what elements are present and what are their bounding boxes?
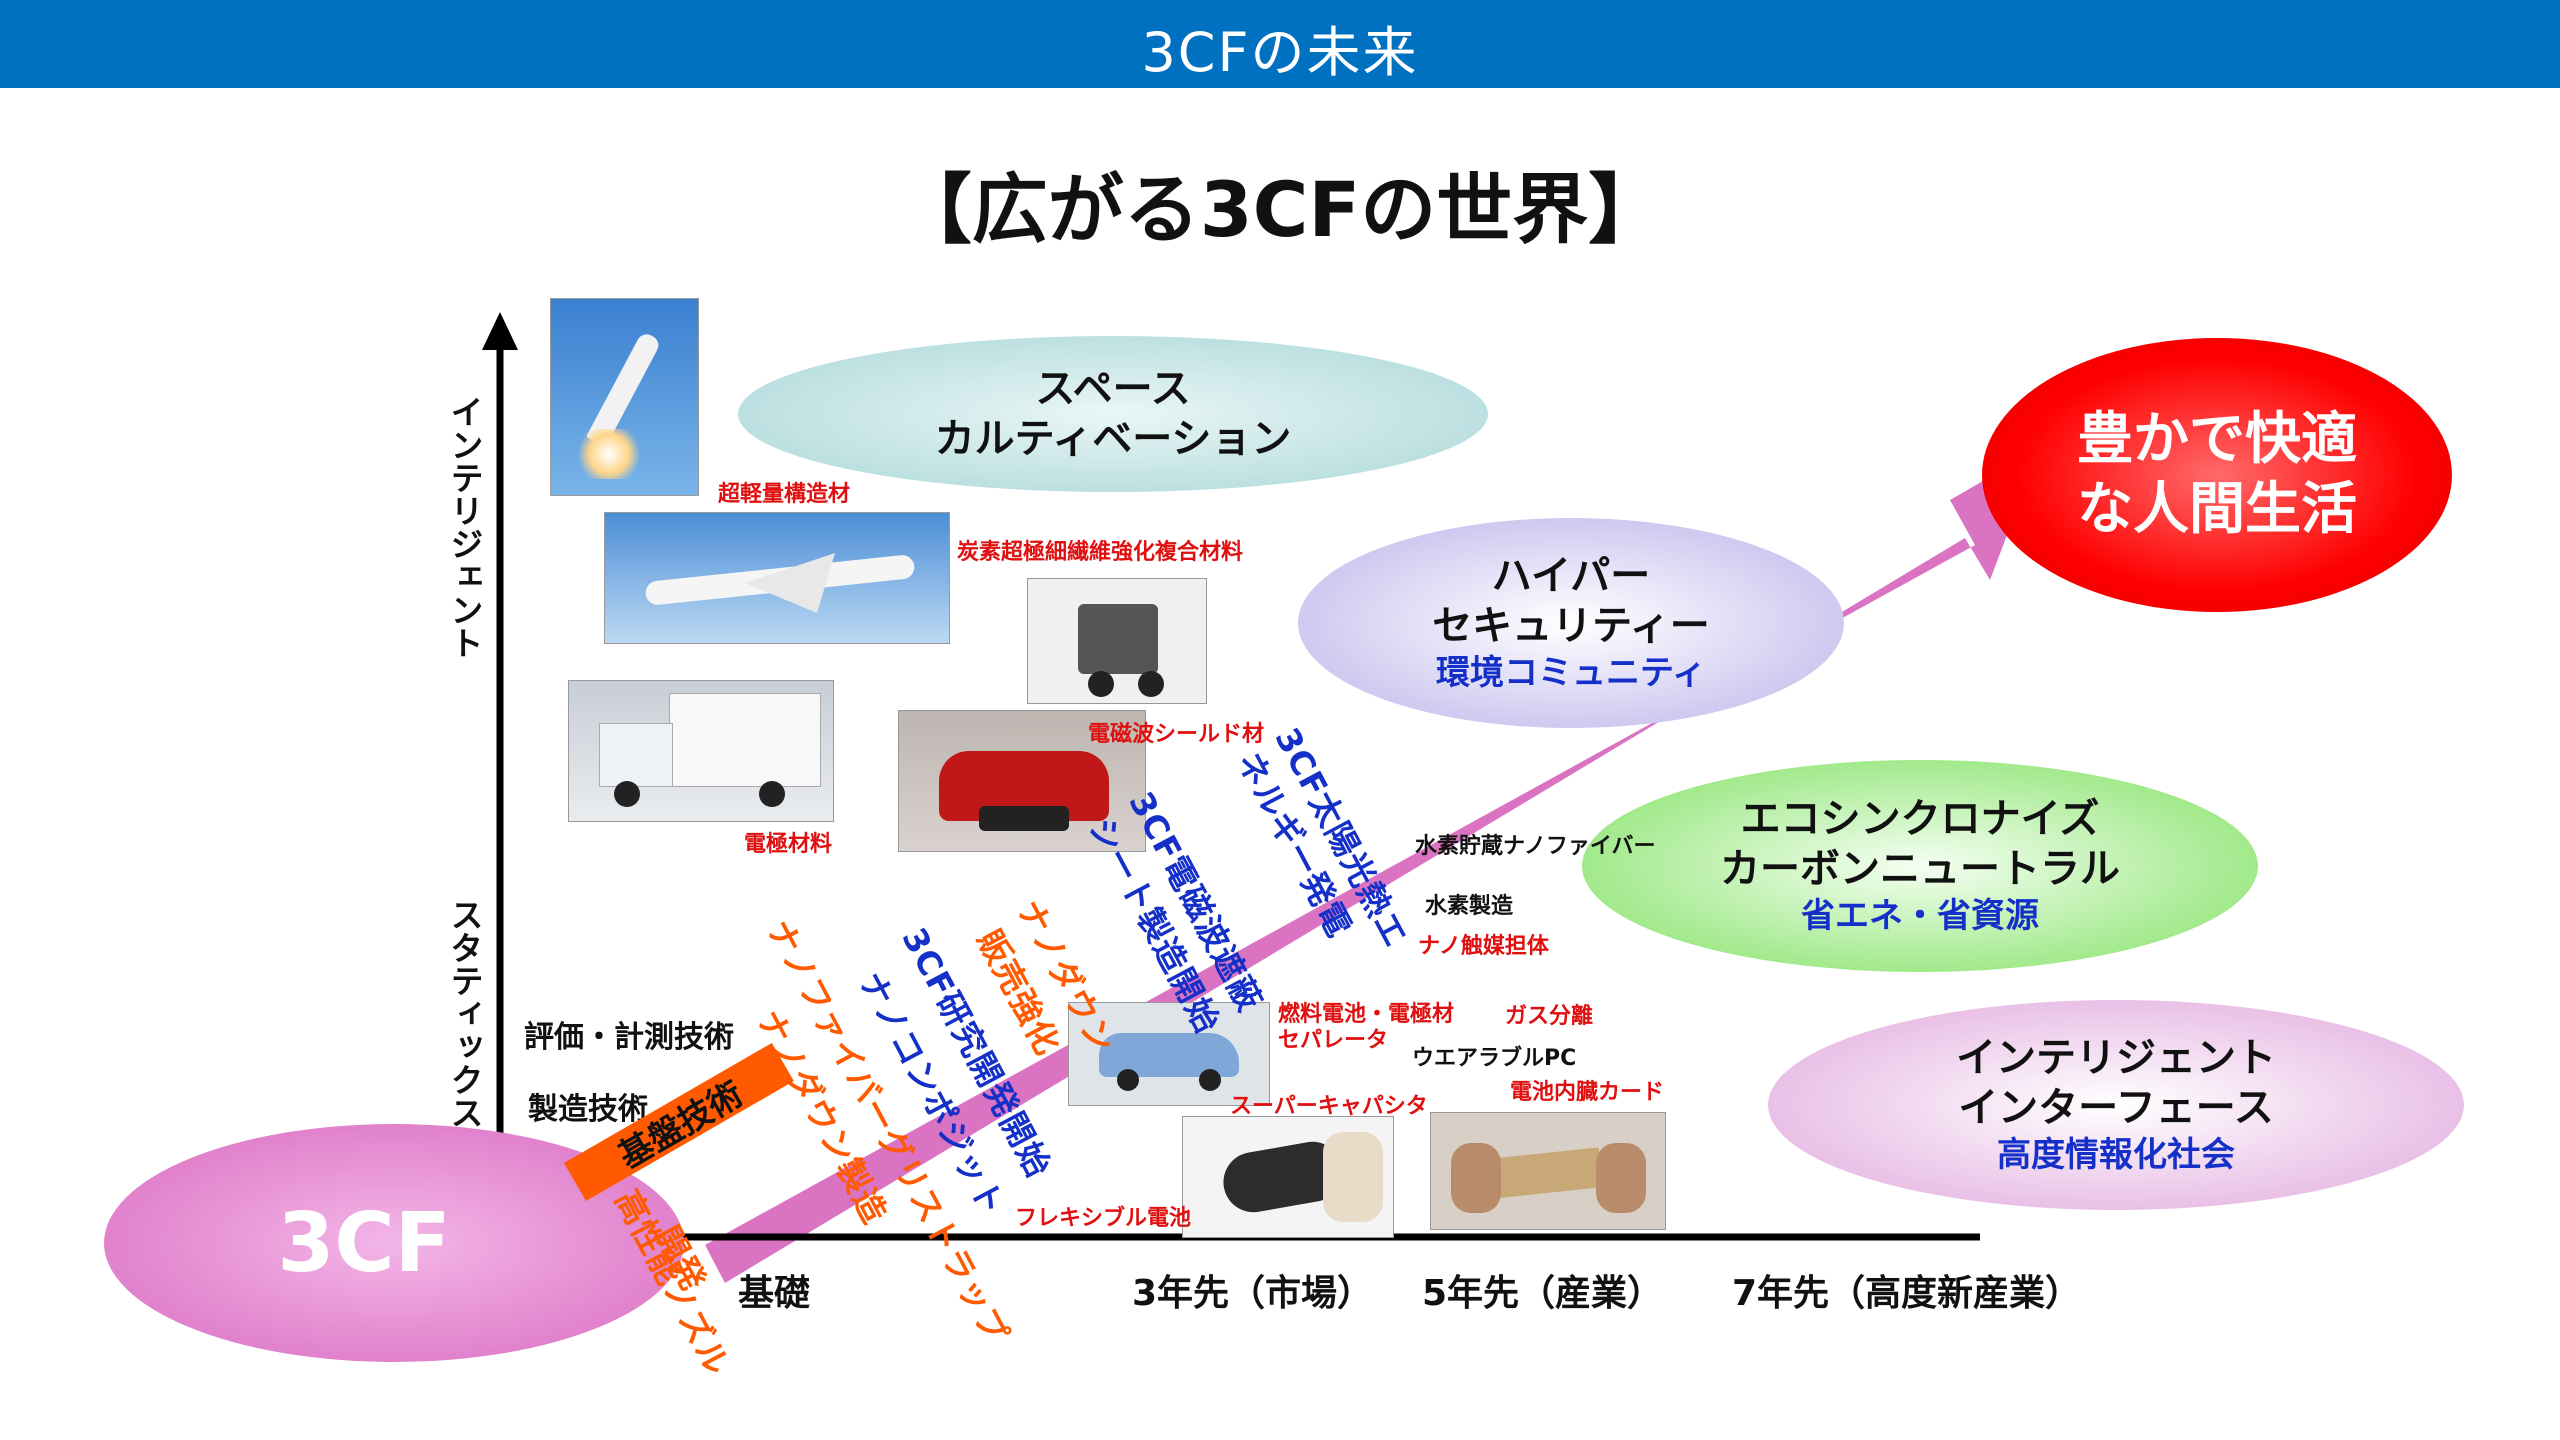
label-supercap: スーパーキャパシタ — [1230, 1094, 1428, 1119]
forklift-image — [1027, 578, 1207, 704]
header-bar — [0, 0, 2560, 88]
origin-label: 3CF — [277, 1195, 451, 1291]
label-ultralight: 超軽量構造材 — [718, 482, 851, 507]
jet-aircraft-image — [604, 512, 950, 644]
x-label-3: 7年先（高度新産業） — [1732, 1273, 2082, 1314]
y-axis-top-label: インテリジェント — [445, 395, 484, 659]
ellipse-intelligent-interface: インテリジェント インターフェース 高度情報化社会 — [1768, 1000, 2464, 1210]
main-title: 【広がる3CFの世界】 — [895, 165, 1665, 254]
interface-line2: インターフェース — [1958, 1085, 2274, 1131]
x-label-1: 3年先（市場） — [1132, 1273, 1374, 1314]
label-separator: セパレータ — [1278, 1028, 1389, 1053]
eco-line2: カーボンニュートラル — [1720, 846, 2120, 892]
label-eval-tech: 評価・計測技術 — [524, 1020, 734, 1055]
rocket-image — [550, 298, 699, 496]
space-line2: カルティベーション — [934, 416, 1292, 462]
ellipse-hyper-security: ハイパー セキュリティー 環境コミュニティ — [1298, 518, 1844, 728]
label-wearable-pc: ウエアラブルPC — [1412, 1046, 1577, 1071]
security-sub: 環境コミュニティ — [1436, 653, 1706, 693]
goal-line2: な人間生活 — [2077, 477, 2357, 542]
flexible-battery-image — [1182, 1116, 1394, 1238]
header-title: 3CFの未来 — [1141, 21, 1419, 84]
goal-line1: 豊かで快適 — [2077, 407, 2357, 472]
label-fuel-cell: 燃料電池・電極材 — [1278, 1002, 1455, 1027]
robot-vehicle-image — [898, 710, 1146, 852]
eco-line1: エコシンクロナイズ — [1740, 796, 2100, 842]
label-h2-production: 水素製造 — [1425, 894, 1514, 919]
label-nano-catalyst: ナノ触媒担体 — [1418, 934, 1549, 959]
security-line2: セキュリティー — [1432, 603, 1710, 649]
security-line1: ハイパー — [1491, 553, 1651, 599]
ellipse-space-cultivation: スペース カルティベーション — [738, 336, 1488, 492]
interface-sub: 高度情報化社会 — [1997, 1135, 2235, 1175]
goal-ellipse: 豊かで快適 な人間生活 — [1982, 338, 2452, 612]
x-label-2: 5年先（産業） — [1422, 1273, 1664, 1314]
space-line1: スペース — [1035, 366, 1191, 412]
electric-car-image — [1068, 1002, 1270, 1106]
y-axis-bottom-label: スタティックス — [445, 898, 484, 1129]
x-label-0: 基礎 — [738, 1273, 811, 1314]
label-flexible-battery: フレキシブル電池 — [1015, 1206, 1192, 1231]
label-gas-separation: ガス分離 — [1505, 1004, 1594, 1029]
y-axis-arrowhead — [482, 312, 518, 350]
label-battery-card: 電池内臓カード — [1510, 1080, 1665, 1105]
label-carbon-composite: 炭素超極細繊維強化複合材料 — [957, 540, 1244, 565]
eco-sub: 省エネ・省資源 — [1801, 896, 2039, 936]
ellipse-eco-synchronize: エコシンクロナイズ カーボンニュートラル 省エネ・省資源 — [1582, 760, 2258, 972]
truck-image — [568, 680, 834, 822]
battery-card-image — [1430, 1112, 1666, 1230]
label-h2-storage: 水素貯蔵ナノファイバー — [1415, 834, 1656, 859]
label-electrode: 電極材料 — [744, 832, 833, 857]
label-emi-shield: 電磁波シールド材 — [1088, 722, 1265, 747]
label-mfg-tech: 製造技術 — [528, 1092, 648, 1127]
interface-line1: インテリジェント — [1956, 1035, 2276, 1081]
